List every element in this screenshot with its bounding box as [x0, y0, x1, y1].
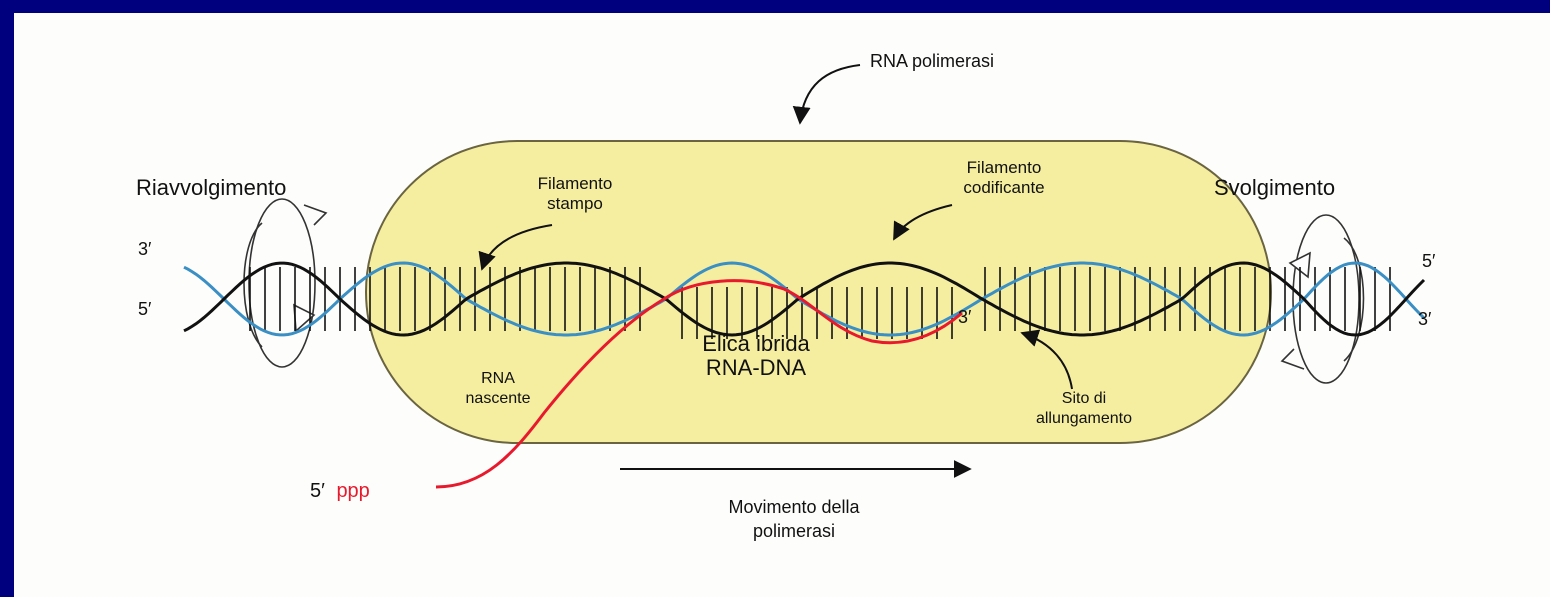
- hybrid-helix-label-line2: RNA-DNA: [706, 355, 807, 380]
- polymerase-label: RNA polimerasi: [870, 51, 994, 71]
- hybrid-helix-label-line1: Elica ibrida: [702, 331, 810, 356]
- movement-label-line2: polimerasi: [753, 521, 835, 541]
- elongation-site-label-line1: Sito di: [1062, 390, 1106, 407]
- unwinding-label: Svolgimento: [1214, 175, 1335, 200]
- rna-five-prime-number: 5′: [310, 480, 325, 502]
- figure-canvas: RNA polimerasi Riavvolgimento Svolgiment…: [14, 13, 1550, 597]
- unwinding-rotation-icon: [1282, 215, 1364, 383]
- rewinding-rotation-icon: [244, 199, 326, 367]
- rna-three-prime-label: 3′: [958, 307, 972, 327]
- right-top-end-label: 5′: [1422, 251, 1436, 271]
- polymerase-callout-arrow: [800, 65, 860, 123]
- template-strand-label-line1: Filamento: [538, 174, 613, 193]
- coding-strand-label-line1: Filamento: [967, 158, 1042, 177]
- template-strand-label-line2: stampo: [547, 194, 603, 213]
- rna-five-prime-label: 5′ ppp: [310, 480, 370, 502]
- left-top-end-label: 3′: [138, 239, 152, 259]
- rna-ppp-label: ppp: [336, 480, 369, 502]
- right-bottom-end-label: 3′: [1418, 309, 1432, 329]
- left-bottom-end-label: 5′: [138, 299, 152, 319]
- movement-label-line1: Movimento della: [728, 497, 860, 517]
- nascent-rna-label-line1: RNA: [481, 370, 515, 387]
- nascent-rna-label-line2: nascente: [466, 390, 531, 407]
- rewinding-label: Riavvolgimento: [136, 175, 286, 200]
- transcription-diagram: RNA polimerasi Riavvolgimento Svolgiment…: [14, 13, 1550, 597]
- coding-strand-label-line2: codificante: [963, 178, 1044, 197]
- elongation-site-label-line2: allungamento: [1036, 410, 1132, 427]
